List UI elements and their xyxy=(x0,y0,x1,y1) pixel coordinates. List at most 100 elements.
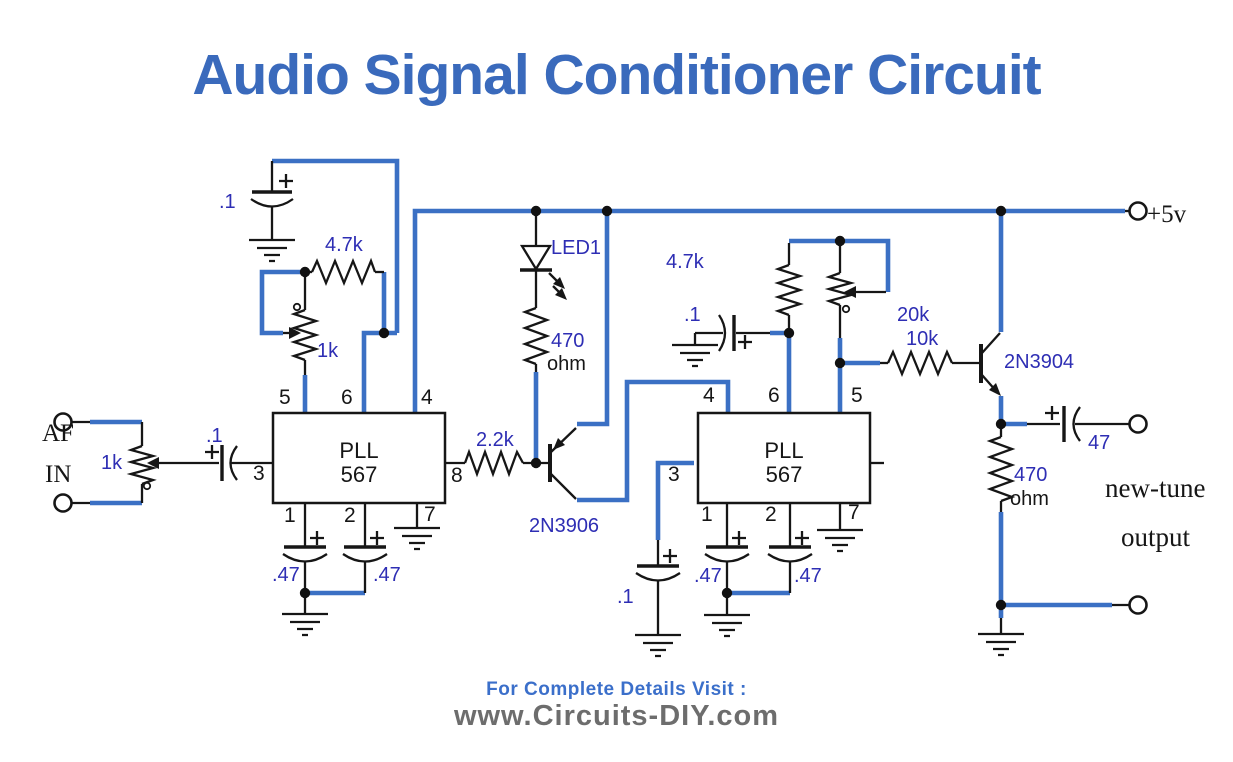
input-section: AF IN 1k .1 xyxy=(42,412,273,513)
pll1-top-cap: .1 xyxy=(219,161,294,240)
led-resistor-unit: ohm xyxy=(547,353,586,375)
input-label-in: IN xyxy=(45,461,71,488)
pll1-pin8: 8 xyxy=(451,464,463,487)
cap-polarity-plus xyxy=(205,445,219,459)
input-cap-value: .1 xyxy=(206,425,223,447)
cap-polarity-plus xyxy=(370,531,384,545)
ground-symbol xyxy=(394,526,440,551)
output-terminals: +5v new-tune output xyxy=(1105,201,1205,615)
q2-base-resistor xyxy=(886,348,954,378)
footer-visit-line: For Complete Details Visit : xyxy=(486,679,747,700)
led-branch: LED1 470 ohm xyxy=(519,213,601,375)
q2-name: 2N3904 xyxy=(1004,351,1074,373)
pll1-pin1: 1 xyxy=(284,504,296,527)
pll2-input-cap-value: .1 xyxy=(617,586,634,608)
pll1-filter-caps: .47 .47 xyxy=(272,503,440,637)
pll1-top-cap-value: .1 xyxy=(219,191,236,213)
pll2-pin3: 3 xyxy=(668,463,680,486)
pll2-filter-cap2-value: .47 xyxy=(794,565,822,587)
pll2-ic: PLL 567 4 6 5 3 1 2 7 xyxy=(668,384,884,526)
q2-emitter-resistor-unit: ohm xyxy=(1010,488,1049,510)
pll1-pin5: 5 xyxy=(279,386,291,409)
ground-symbol xyxy=(672,343,718,368)
input-pot-value: 1k xyxy=(101,452,123,474)
pll1-feedback-pot xyxy=(290,308,320,362)
pll2-bypass-cap: .1 xyxy=(672,304,770,368)
q2-npn-arrow xyxy=(989,383,1001,396)
ground-symbol xyxy=(978,632,1024,657)
cap-polarity-plus xyxy=(310,531,324,545)
pll2-input-cap: .1 xyxy=(617,540,681,658)
pll2-pin7: 7 xyxy=(848,501,860,524)
pll1-ic: PLL 567 5 6 4 3 8 1 2 7 xyxy=(253,386,463,527)
wires xyxy=(90,158,1125,618)
junction-dots xyxy=(299,205,1007,611)
q1-pnp-arrow xyxy=(553,438,565,450)
output-cap: 47 xyxy=(1027,406,1129,454)
cap-polarity-plus xyxy=(1045,406,1059,420)
output-terminal-top xyxy=(1128,414,1148,434)
pll2-pin1: 1 xyxy=(701,503,713,526)
pll2-pin4: 4 xyxy=(703,384,715,407)
pll2-feedback-resistor xyxy=(774,263,804,317)
pll2-filter-cap1-value: .47 xyxy=(694,565,722,587)
ground-symbol xyxy=(282,612,328,637)
q2-emitter-resistor xyxy=(986,435,1016,503)
pll2-timing-network: 4.7k 20k .1 xyxy=(666,243,930,368)
pll1-feedback-pot-value: 1k xyxy=(317,340,339,362)
output-terminal-bottom xyxy=(1128,595,1148,615)
pll1-feedback-resistor xyxy=(310,257,377,287)
q1-base-resistor xyxy=(463,448,525,478)
pll1-filter-cap1-value: .47 xyxy=(272,564,300,586)
supply-rail xyxy=(412,208,1125,413)
q2-stage: 10k 2N3904 47 470 ohm xyxy=(880,328,1129,657)
pll1-pin4: 4 xyxy=(421,386,433,409)
ground-symbol xyxy=(635,633,681,658)
q1-base-resistor-value: 2.2k xyxy=(476,429,515,451)
pll2-feedback-resistor-value: 4.7k xyxy=(666,251,705,273)
pll2-pin6: 6 xyxy=(768,384,780,407)
ground-symbol xyxy=(817,528,863,553)
pll1-timing-network: .1 4.7k 1k xyxy=(219,161,384,375)
pll2-feedback-pot-value: 20k xyxy=(897,304,930,326)
pll1-feedback-resistor-value: 4.7k xyxy=(325,234,364,256)
cap-polarity-plus xyxy=(663,549,677,563)
cap-polarity-plus xyxy=(732,531,746,545)
pll1-pot-wiper-arrow xyxy=(289,327,301,339)
pll1-pin3: 3 xyxy=(253,462,265,485)
input-pot-wiper-arrow xyxy=(147,457,159,469)
input-coupling-cap: .1 xyxy=(205,425,273,481)
pll2-pin5: 5 xyxy=(851,384,863,407)
pll2-feedback-pot xyxy=(824,271,856,307)
pll1-name-line1: PLL xyxy=(339,438,378,463)
pll1-pin7: 7 xyxy=(424,503,436,526)
output-label-line1: new-tune xyxy=(1105,473,1205,503)
page-title: Audio Signal Conditioner Circuit xyxy=(192,43,1041,107)
cap-polarity-plus xyxy=(795,531,809,545)
output-label-line2: output xyxy=(1121,522,1191,552)
led-resistor xyxy=(521,306,551,366)
cap-polarity-plus xyxy=(279,174,293,188)
pll2-pot-wiper-arrow xyxy=(844,286,856,298)
ground-symbol xyxy=(704,613,750,638)
supply-terminal xyxy=(1128,201,1148,221)
pll2-name-line2: 567 xyxy=(766,462,803,487)
led-icon xyxy=(519,244,553,272)
q2-emitter-resistor-value: 470 xyxy=(1014,464,1047,486)
pll2-name-line1: PLL xyxy=(764,438,803,463)
pll1-pin6: 6 xyxy=(341,386,353,409)
led-label: LED1 xyxy=(551,237,601,259)
pll1-name-line2: 567 xyxy=(341,462,378,487)
output-cap-value: 47 xyxy=(1088,432,1110,454)
pll2-filter-caps: .47 .47 .1 xyxy=(617,503,863,658)
supply-label: +5v xyxy=(1147,201,1187,228)
cap-polarity-plus xyxy=(738,335,752,349)
led-resistor-value: 470 xyxy=(551,330,584,352)
pll2-pin2: 2 xyxy=(765,503,777,526)
q1-name: 2N3906 xyxy=(529,515,599,537)
footer-site-link: www.Circuits-DIY.com xyxy=(453,700,780,732)
q2-base-resistor-value: 10k xyxy=(906,328,939,350)
ground-symbol xyxy=(249,238,295,263)
